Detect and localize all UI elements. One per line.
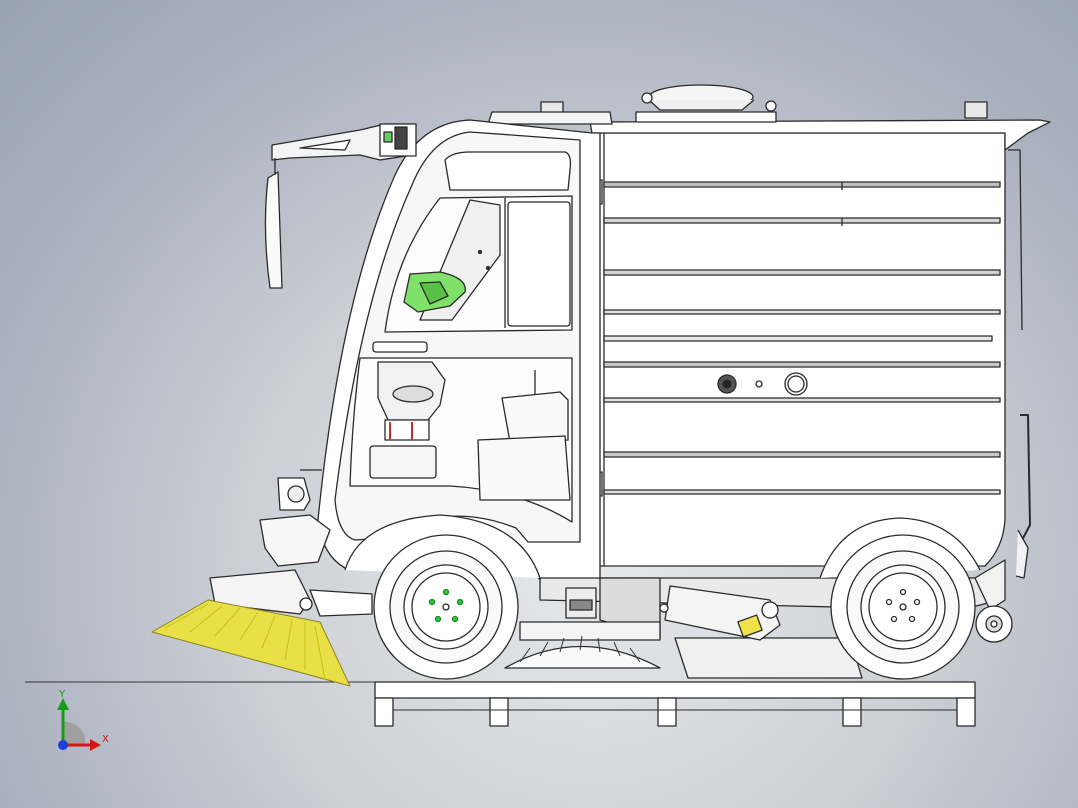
mirror-assembly — [264, 123, 417, 289]
y-axis-label: Y — [59, 689, 66, 700]
cab — [277, 119, 601, 581]
pallet — [374, 681, 976, 727]
rear-caster — [974, 559, 1013, 643]
front-wheel — [344, 514, 541, 680]
coordinate-triad — [57, 698, 101, 751]
front-side-brush — [151, 514, 373, 687]
rear-box-body — [575, 119, 1051, 579]
rear-wheel — [819, 517, 981, 680]
x-axis-label: X — [102, 734, 109, 745]
roof-equipment — [487, 84, 988, 125]
